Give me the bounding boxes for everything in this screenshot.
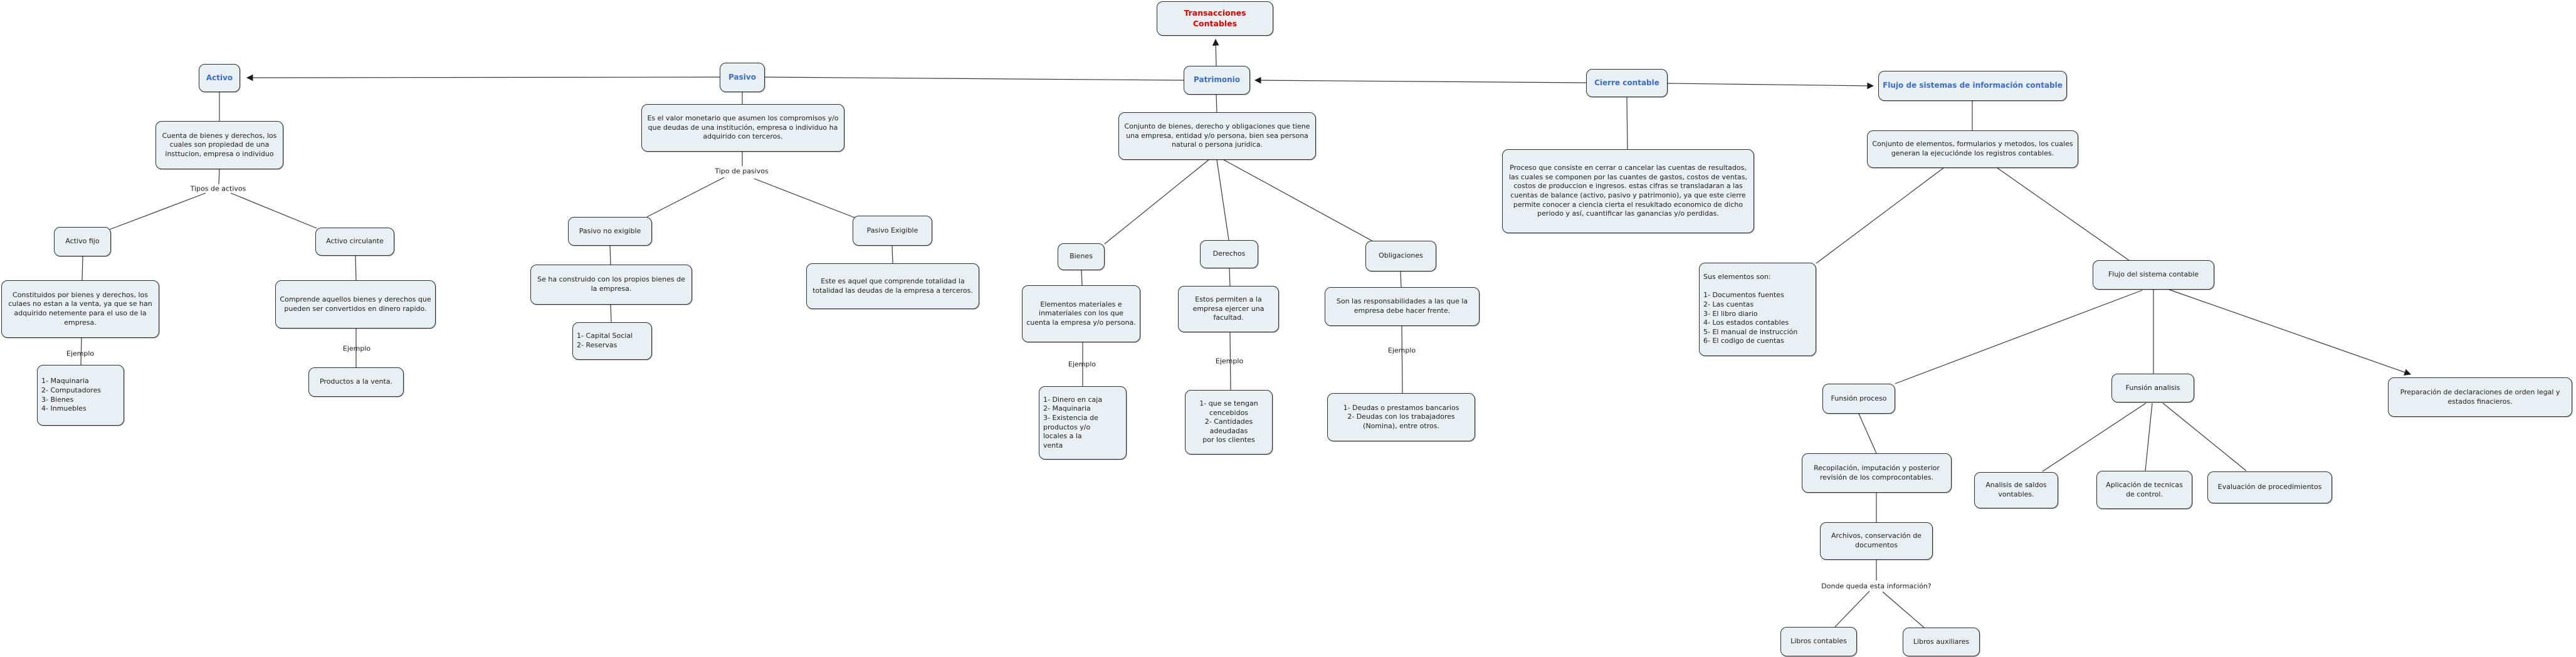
node-recopilacion[interactable]: Recopilación, imputación y posterior rev… (1802, 453, 1952, 493)
node-patrimonio[interactable]: Patrimonio (1184, 66, 1250, 95)
edge-cierre-patrimonio (1254, 76, 1587, 84)
node-patrimonio-desc[interactable]: Conjunto de bienes, derecho y obligacion… (1118, 112, 1316, 160)
node-derechos-ejemplos[interactable]: 1- que se tengan cencebidos 2- Cantidade… (1185, 390, 1273, 455)
node-evaluacion-procedimientos[interactable]: Evaluación de procedimientos (2207, 471, 2332, 503)
node-preparacion-declaraciones[interactable]: Preparación de declaraciones de orden le… (2388, 377, 2572, 417)
node-pasivo[interactable]: Pasivo (720, 63, 765, 92)
node-activo-fijo[interactable]: Activo fijo (54, 227, 111, 256)
node-derechos[interactable]: Derechos (1200, 240, 1258, 268)
node-analisis-saldos[interactable]: Analisis de saldos vontables. (1974, 472, 2058, 508)
node-flujo-sistema-contable[interactable]: Flujo del sistema contable (2093, 260, 2214, 290)
node-activo-circulante[interactable]: Activo circulante (315, 228, 394, 256)
node-flujo-sistemas[interactable]: Flujo de sistemas de información contabl… (1878, 71, 2067, 101)
node-obligaciones-ejemplos[interactable]: 1- Deudas o prestamos bancarios 2- Deuda… (1327, 393, 1475, 441)
node-activo-fijo-desc[interactable]: Constituidos por bienes y derechos, los … (1, 280, 159, 338)
edge-label-tipos-de-activos: Tipos de activos (190, 184, 246, 193)
edge-pasivo-patrimonio (764, 76, 1184, 81)
node-sus-elementos[interactable]: Sus elementos son: 1- Documentos fuentes… (1699, 263, 1816, 356)
node-flujo-sistemas-desc[interactable]: Conjunto de elementos, formularios y met… (1867, 130, 2078, 168)
node-activo[interactable]: Activo (199, 64, 240, 92)
node-pasivo-no-exigible[interactable]: Pasivo no exigible (568, 217, 652, 246)
edge-label-ejemplo: Ejemplo (342, 344, 371, 353)
edge-label-donde-queda-informacion: Donde queda esta información? (1821, 582, 1932, 591)
node-activo-circulante-desc[interactable]: Comprende aquellos bienes y derechos que… (275, 280, 436, 328)
node-pasivo-desc[interactable]: Es el valor monetario que asumen los com… (641, 104, 844, 152)
node-activo-fijo-ejemplos[interactable]: 1- Maquinaria 2- Computadores 3- Bienes … (37, 365, 124, 426)
edge-label-ejemplo: Ejemplo (66, 349, 95, 358)
edge-label-ejemplo: Ejemplo (1068, 360, 1096, 369)
edge-label-tipo-de-pasivos: Tipo de pasivos (715, 167, 769, 176)
node-activo-desc[interactable]: Cuenta de bienes y derechos, los cuales … (155, 121, 283, 169)
node-pasivo-no-exigible-ejemplos[interactable]: 1- Capital Social 2- Reservas (572, 322, 652, 360)
node-bienes[interactable]: Bienes (1058, 243, 1105, 270)
edge-cierre-flujo (1667, 82, 1874, 90)
node-archivos[interactable]: Archivos, conservación de documentos (1820, 522, 1933, 560)
node-productos-venta[interactable]: Productos a la venta. (308, 367, 404, 397)
node-pasivo-no-exigible-desc[interactable]: Se ha construido con los propios bienes … (530, 265, 692, 305)
edge-flujo-preparacion (2169, 289, 2412, 376)
node-libros-auxiliares[interactable]: Libros auxiliares (1903, 628, 1980, 656)
edge-label-ejemplo: Ejemplo (1215, 357, 1244, 365)
node-cierre-contable-desc[interactable]: Proceso que consiste en cerrar o cancela… (1502, 149, 1754, 233)
node-funsion-proceso[interactable]: Funsión proceso (1822, 384, 1895, 414)
node-pasivo-exigible[interactable]: Pasivo Exigible (853, 216, 932, 246)
node-obligaciones[interactable]: Obligaciones (1365, 241, 1436, 271)
node-cierre-contable[interactable]: Cierre contable (1586, 69, 1668, 97)
edge-label-ejemplo: Ejemplo (1387, 346, 1416, 355)
node-pasivo-exigible-desc[interactable]: Este es aquel que comprende totalidad la… (806, 263, 979, 309)
node-funsion-analisis[interactable]: Funsión analisis (2111, 374, 2194, 402)
node-bienes-desc[interactable]: Elementos materiales e inmateriales con … (1022, 285, 1140, 342)
node-transacciones-contables[interactable]: Transacciones Contables (1157, 1, 1273, 36)
node-libros-contables[interactable]: Libros contables (1780, 627, 1857, 656)
node-derechos-desc[interactable]: Estos permiten a la empresa ejercer una … (1178, 286, 1279, 332)
node-bienes-ejemplos[interactable]: 1- Dinero en caja 2- Maquinaria 3- Exist… (1039, 386, 1127, 460)
edge-pasivo-activo (246, 74, 720, 81)
node-obligaciones-desc[interactable]: Son las responsabilidades a las que la e… (1325, 287, 1480, 326)
node-aplicacion-tecnicas[interactable]: Aplicación de tecnicas de control. (2096, 471, 2192, 509)
